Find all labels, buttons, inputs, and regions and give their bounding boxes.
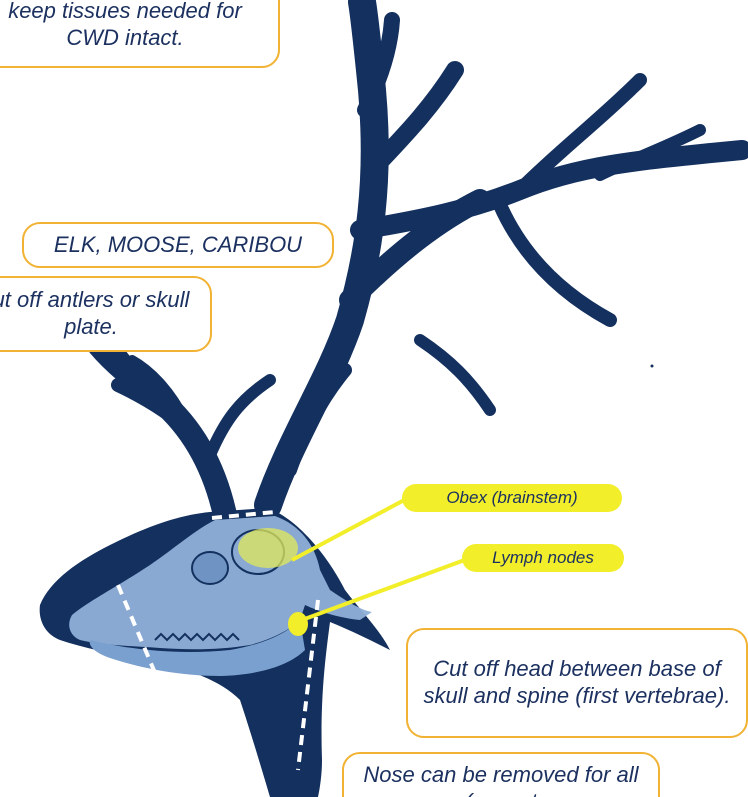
label-obex: Obex (brainstem) <box>402 484 622 512</box>
obex-pointer <box>292 498 408 560</box>
label-obex-text: Obex (brainstem) <box>446 488 577 508</box>
label-lymph-nodes: Lymph nodes <box>462 544 624 572</box>
callout-species: ELK, MOOSE, CARIBOU <box>22 222 334 268</box>
callout-keep-tissues-text: keep tissues needed for CWD intact. <box>0 0 266 52</box>
callout-nose-text: Nose can be removed for all (except <box>356 762 646 797</box>
callout-species-text: ELK, MOOSE, CARIBOU <box>54 232 302 259</box>
callout-keep-tissues: keep tissues needed for CWD intact. <box>0 0 280 68</box>
callout-cut-head: Cut off head between base of skull and s… <box>406 628 748 738</box>
callout-cut-antlers: ut off antlers or skull plate. <box>0 276 212 352</box>
callout-cut-head-text: Cut off head between base of skull and s… <box>420 656 734 710</box>
stray-dot <box>651 365 654 368</box>
callout-nose: Nose can be removed for all (except <box>342 752 660 797</box>
eye-socket <box>192 552 228 584</box>
label-lymph-nodes-text: Lymph nodes <box>492 548 594 568</box>
callout-cut-antlers-text: ut off antlers or skull plate. <box>0 287 198 341</box>
lymph-node-highlight <box>288 612 308 636</box>
obex-highlight <box>238 528 298 568</box>
